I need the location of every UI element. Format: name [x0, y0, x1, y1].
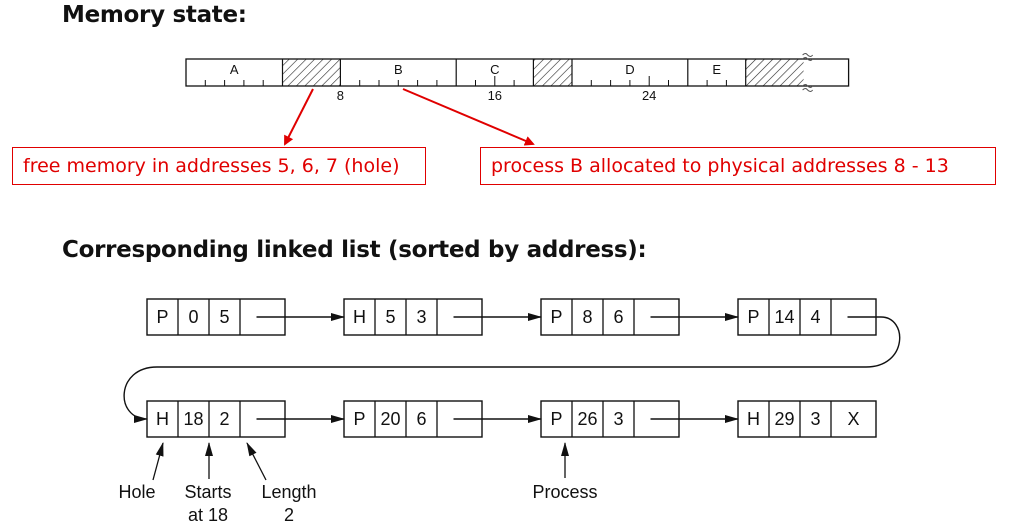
node-start: 5	[385, 307, 395, 327]
segment-label-B: B	[394, 62, 403, 77]
break-mark-bottom	[802, 84, 814, 92]
length-annotation-arrow	[246, 442, 267, 481]
node-type: P	[353, 409, 365, 429]
length-annotation-line1: Length	[261, 482, 316, 502]
node-length: 3	[416, 307, 426, 327]
node-length: 2	[219, 409, 229, 429]
memory-state-heading: Memory state:	[62, 2, 247, 28]
node-length: 6	[416, 409, 426, 429]
node-length: 5	[219, 307, 229, 327]
hole-annotation: Hole	[118, 482, 155, 502]
process-annotation: Process	[532, 482, 597, 502]
node-start: 14	[774, 307, 794, 327]
linked-list-heading: Corresponding linked list (sorted by add…	[62, 237, 647, 263]
axis-label: 16	[488, 88, 502, 103]
node-type: P	[156, 307, 168, 327]
hole-segment	[282, 59, 341, 86]
break-mark-top	[802, 53, 814, 61]
segment-label-C: C	[490, 62, 499, 77]
node-box	[737, 400, 877, 438]
node-null-pointer: X	[847, 409, 859, 429]
node-length: 6	[613, 307, 623, 327]
hole-annotation-arrow	[152, 442, 164, 481]
node-type: H	[353, 307, 366, 327]
memory-bar-outline	[185, 58, 850, 87]
callout-arrows	[284, 88, 535, 146]
hole-callout: free memory in addresses 5, 6, 7 (hole)	[12, 147, 426, 185]
node-start: 29	[774, 409, 794, 429]
segment-label-A: A	[230, 62, 239, 77]
starts-annotation-line1: Starts	[184, 482, 231, 502]
node-start: 20	[380, 409, 400, 429]
list-node: H 29 3 X	[737, 400, 877, 438]
memory-bar: A B C D E 8 16 24	[185, 53, 850, 103]
node-length: 4	[810, 307, 820, 327]
hole-callout-arrow	[284, 88, 314, 146]
node-start: 0	[188, 307, 198, 327]
axis-label: 8	[337, 88, 344, 103]
process-b-callout: process B allocated to physical addresse…	[480, 147, 996, 185]
list-annotations: Hole Starts at 18 Length 2 Process	[118, 442, 598, 525]
node-length: 3	[810, 409, 820, 429]
node-type: P	[550, 307, 562, 327]
node-length: 3	[613, 409, 623, 429]
hole-segment	[745, 59, 804, 86]
starts-annotation-line2: at 18	[188, 505, 228, 525]
node-type: P	[747, 307, 759, 327]
process-b-callout-arrow	[402, 88, 535, 146]
node-type: P	[550, 409, 562, 429]
wrap-pointer-arrow	[123, 316, 901, 423]
node-type: H	[156, 409, 169, 429]
node-start: 8	[582, 307, 592, 327]
node-start: 18	[183, 409, 203, 429]
segment-label-E: E	[712, 62, 721, 77]
axis-label: 24	[642, 88, 656, 103]
node-start: 26	[577, 409, 597, 429]
hole-segment	[533, 59, 572, 86]
length-annotation-line2: 2	[284, 505, 294, 525]
node-type: H	[747, 409, 760, 429]
segment-label-D: D	[625, 62, 634, 77]
